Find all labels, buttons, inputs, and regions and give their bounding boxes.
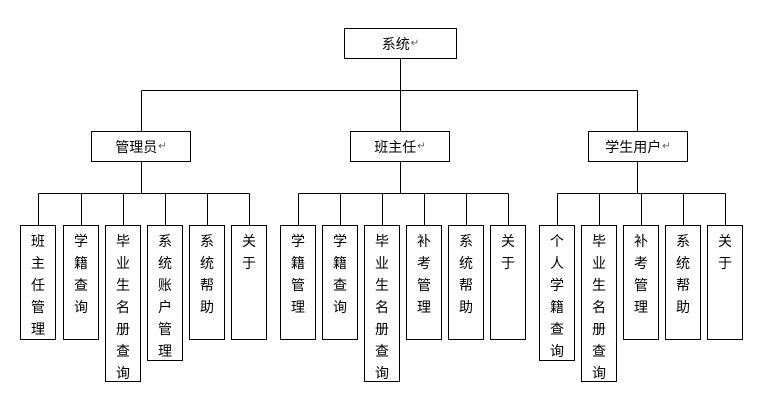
group-label: 班主任 bbox=[374, 139, 417, 156]
leaf-node: 班主任管理 bbox=[20, 225, 56, 340]
leaf-label: 系统账户管理 bbox=[158, 234, 172, 360]
leaf-label: 系统帮助 bbox=[459, 234, 473, 316]
leaf-node: 学籍管理 bbox=[280, 225, 316, 340]
leaf-label: 补考管理 bbox=[634, 234, 648, 316]
leaf-label: 班主任管理 bbox=[31, 234, 45, 338]
leaf-label: 毕业生名册查询 bbox=[592, 234, 606, 382]
leaf-node: 补考管理 bbox=[406, 225, 442, 340]
leaf-label: 学籍查询 bbox=[74, 234, 88, 316]
leaf-label: 系统帮助 bbox=[676, 234, 690, 316]
leaf-node: 毕业生名册查询 bbox=[364, 225, 400, 382]
leaf-label: 个人学籍查询 bbox=[550, 234, 564, 360]
leaf-label: 关于 bbox=[501, 234, 515, 272]
leaf-label: 关于 bbox=[242, 234, 256, 272]
leaf-node: 关于 bbox=[707, 225, 743, 340]
group-label: 管理员 bbox=[115, 139, 158, 156]
paragraph-mark: ↵ bbox=[158, 141, 167, 152]
leaf-label: 毕业生名册查询 bbox=[375, 234, 389, 382]
leaf-node: 毕业生名册查询 bbox=[105, 225, 141, 382]
leaf-node: 系统帮助 bbox=[448, 225, 484, 340]
leaf-node: 系统帮助 bbox=[189, 225, 225, 340]
leaf-label: 学籍管理 bbox=[291, 234, 305, 316]
root-label: 系统 bbox=[381, 36, 410, 53]
leaf-node: 学籍查询 bbox=[322, 225, 358, 340]
group-node-student: 学生用户↵ bbox=[588, 131, 688, 162]
leaf-label: 学籍查询 bbox=[333, 234, 347, 316]
leaf-node: 毕业生名册查询 bbox=[581, 225, 617, 382]
leaf-node: 学籍查询 bbox=[63, 225, 99, 340]
group-node-admin: 管理员↵ bbox=[91, 131, 191, 162]
leaf-label: 毕业生名册查询 bbox=[116, 234, 130, 382]
paragraph-mark: ↵ bbox=[662, 141, 671, 152]
leaf-node: 关于 bbox=[231, 225, 267, 340]
paragraph-mark: ↵ bbox=[417, 141, 426, 152]
leaf-node: 系统账户管理 bbox=[147, 225, 183, 361]
leaf-label: 补考管理 bbox=[417, 234, 431, 316]
leaf-label: 系统帮助 bbox=[200, 234, 214, 316]
root-node: 系统↵ bbox=[344, 28, 457, 59]
leaf-node: 补考管理 bbox=[623, 225, 659, 340]
leaf-label: 关于 bbox=[718, 234, 732, 272]
leaf-node: 个人学籍查询 bbox=[539, 225, 575, 361]
leaf-node: 关于 bbox=[490, 225, 526, 340]
paragraph-mark: ↵ bbox=[410, 38, 420, 49]
group-label: 学生用户 bbox=[605, 139, 662, 156]
group-node-head-teacher: 班主任↵ bbox=[350, 131, 450, 162]
leaf-node: 系统帮助 bbox=[665, 225, 701, 340]
